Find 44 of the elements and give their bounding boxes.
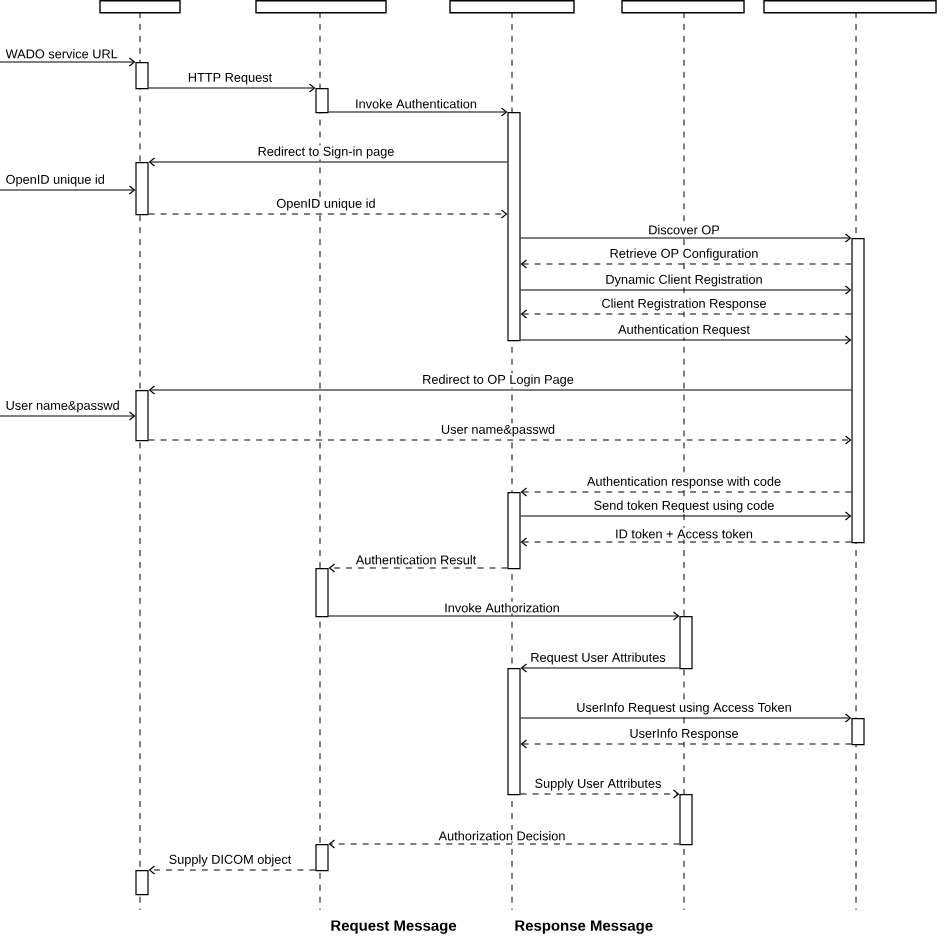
- activation-bar: [679, 794, 693, 846]
- message-arrow: [148, 83, 316, 93]
- activation-bar: [135, 390, 149, 442]
- participant-box: [763, 0, 937, 14]
- message-arrow: [520, 663, 680, 673]
- message-arrow: [520, 487, 852, 497]
- message-arrow: [0, 185, 136, 195]
- activation-bar: [679, 616, 693, 670]
- message-arrow: [148, 435, 852, 445]
- message-arrow: [328, 611, 680, 621]
- message-arrow: [520, 285, 852, 295]
- message-arrow: [520, 789, 680, 799]
- message-arrow: [148, 209, 508, 219]
- activation-bar: [507, 492, 521, 570]
- message-arrow: [0, 57, 136, 67]
- message-arrow: [520, 511, 852, 521]
- message-arrow: [520, 537, 852, 547]
- message-arrow: [148, 385, 852, 395]
- message-arrow: [520, 309, 852, 319]
- message-arrow: [328, 563, 509, 573]
- activation-bar: [315, 844, 329, 872]
- message-arrow: [0, 411, 136, 421]
- activation-bar: [135, 62, 149, 90]
- message-arrow: [328, 839, 680, 849]
- message-arrow: [520, 259, 852, 269]
- message-arrow: [148, 865, 316, 875]
- activation-bar: [851, 718, 865, 746]
- message-arrow: [520, 335, 852, 345]
- participant-box: [621, 0, 745, 14]
- activation-bar: [315, 568, 329, 618]
- message-arrow: [520, 233, 852, 243]
- activation-bar: [507, 668, 521, 796]
- participant-box: [449, 0, 575, 14]
- activation-bar: [135, 870, 149, 896]
- message-arrow: [148, 157, 509, 167]
- message-arrow: [328, 107, 508, 117]
- activation-bar: [851, 238, 865, 544]
- activation-bar: [507, 112, 521, 342]
- participant-box: [99, 0, 181, 14]
- message-arrow: [520, 713, 852, 723]
- activation-bar: [315, 88, 329, 114]
- activation-bar: [135, 162, 149, 216]
- message-arrow: [520, 739, 852, 749]
- participant-box: [255, 0, 387, 14]
